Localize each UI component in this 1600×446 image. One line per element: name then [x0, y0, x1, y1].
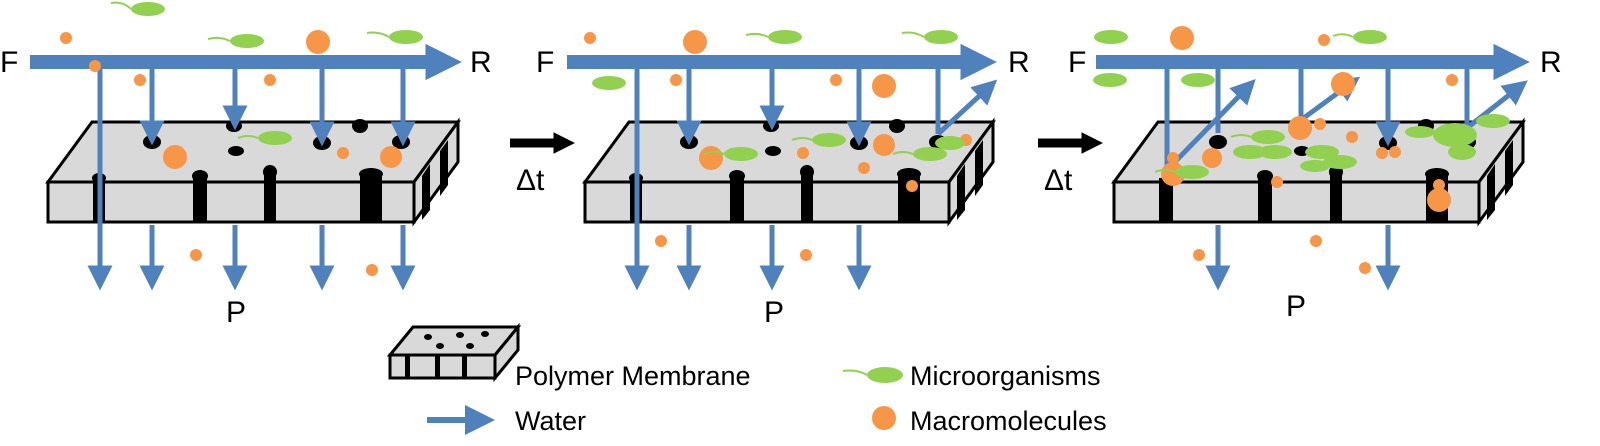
microorganisms-3 [1093, 30, 1510, 179]
feed-label-2: F [536, 46, 554, 79]
membrane-icon [386, 322, 522, 383]
panel-2: F R P [536, 30, 1030, 329]
retentate-label-3: R [1540, 46, 1562, 79]
time-step-label-2: Δt [1044, 164, 1073, 197]
retentate-label-1: R [470, 46, 492, 79]
macromolecule-icon [872, 406, 896, 430]
time-step-label-1: Δt [516, 164, 545, 197]
permeate-label-1: P [226, 296, 246, 329]
feed-label-1: F [0, 46, 18, 79]
panel-1: F R P [0, 1, 492, 329]
membrane-block-2 [582, 117, 996, 227]
microorganism-icon [842, 367, 903, 383]
legend-macromolecules-label: Macromolecules [910, 406, 1107, 436]
permeate-label-3: P [1286, 290, 1306, 323]
retentate-label-2: R [1008, 46, 1030, 79]
macromolecules-2 [584, 30, 972, 261]
membrane-block-1 [45, 117, 461, 227]
microorganisms-1 [110, 1, 423, 145]
legend-water-label: Water [515, 406, 586, 436]
feed-label-3: F [1068, 46, 1086, 79]
macromolecules-1 [60, 30, 402, 276]
panel-3: F R P [1068, 26, 1562, 323]
permeate-label-2: P [764, 296, 784, 329]
water-arrows-1 [87, 64, 416, 291]
time-step-2: Δt [1038, 132, 1103, 197]
water-arrows-2 [624, 64, 998, 291]
legend: Polymer Membrane Water Microorganisms Ma… [386, 322, 1107, 436]
legend-microorganisms-label: Microorganisms [910, 361, 1101, 391]
macromolecules-3 [1161, 26, 1458, 274]
microorganisms-2 [592, 30, 965, 161]
time-step-1: Δt [510, 132, 575, 197]
legend-membrane-label: Polymer Membrane [515, 361, 751, 391]
